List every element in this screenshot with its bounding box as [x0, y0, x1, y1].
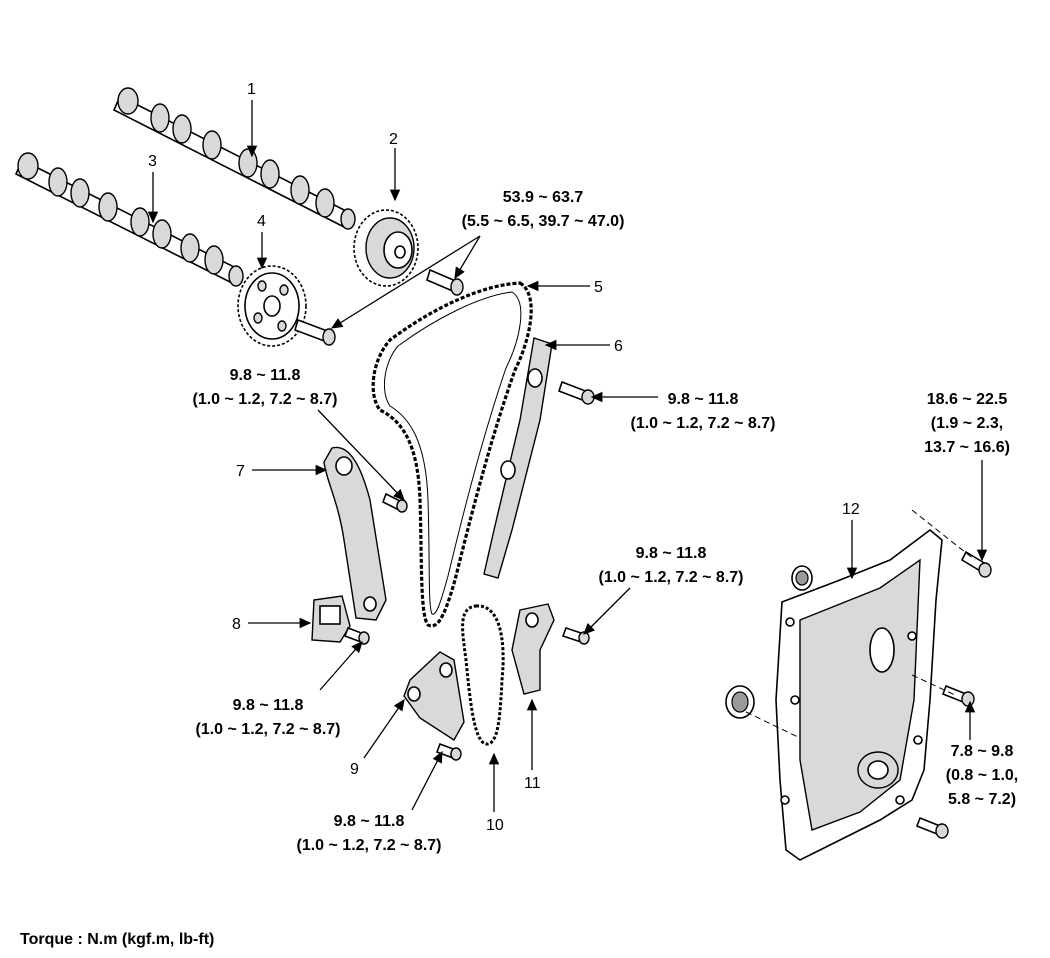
oil-pump-chain	[461, 604, 505, 746]
leader-lines	[147, 100, 988, 812]
torque-tensioner-arm-conversion: (1.0 ~ 1.2, 7.2 ~ 8.7)	[599, 569, 744, 586]
intake-cam-sprocket	[353, 209, 419, 287]
timing-chain	[371, 281, 533, 628]
torque-tensioner-conversion: (1.0 ~ 1.2, 7.2 ~ 8.7)	[196, 721, 341, 738]
callout-numbers: 1 2 3 4 5 6 7 8 9 10 11 12	[148, 81, 860, 834]
timing-chain-cover	[775, 528, 943, 861]
callout-6: 6	[614, 338, 623, 355]
torque-tensioner-value: 9.8 ~ 11.8	[233, 697, 304, 714]
torque-guide-right-value: 9.8 ~ 11.8	[668, 391, 739, 408]
callout-2: 2	[389, 131, 398, 148]
torque-cam-bolts-conversion: (5.5 ~ 6.5, 39.7 ~ 47.0)	[462, 213, 625, 230]
callout-5: 5	[594, 279, 603, 296]
tensioner-arm-bolt	[381, 492, 408, 513]
assembly-lines	[745, 509, 976, 739]
torque-specs: 53.9 ~ 63.7 (5.5 ~ 6.5, 39.7 ~ 47.0) 9.8…	[193, 189, 1019, 854]
torque-oil-guide-value: 9.8 ~ 11.8	[334, 813, 405, 830]
tensioner-bolt	[343, 626, 370, 645]
exhaust-cam-sprocket	[237, 265, 307, 347]
callout-11: 11	[524, 775, 541, 792]
oil-guide-bolt	[435, 742, 462, 761]
torque-oil-guide-conversion: (1.0 ~ 1.2, 7.2 ~ 8.7)	[297, 837, 442, 854]
torque-cover-top-conversion-2: 13.7 ~ 16.6)	[924, 439, 1010, 456]
chain-guide-right	[483, 337, 553, 579]
callout-9: 9	[350, 761, 359, 778]
callout-1: 1	[247, 81, 256, 98]
guide-right-bolt	[557, 380, 595, 405]
torque-cover-side-conversion-2: 5.8 ~ 7.2)	[948, 791, 1016, 808]
oil-tensioner-bolt	[561, 626, 590, 645]
front-oil-seals	[725, 565, 813, 719]
callout-8: 8	[232, 616, 241, 633]
oil-pump-chain-guide	[403, 651, 465, 741]
torque-tensioner-arm-value: 9.8 ~ 11.8	[636, 545, 707, 562]
callout-4: 4	[257, 213, 266, 230]
callout-10: 10	[486, 817, 504, 834]
torque-guide-left-conversion: (1.0 ~ 1.2, 7.2 ~ 8.7)	[193, 391, 338, 408]
tensioner-arm	[323, 446, 387, 621]
callout-7: 7	[236, 463, 245, 480]
torque-unit-note: Torque : N.m (kgf.m, lb-ft)	[20, 931, 214, 948]
torque-cover-top-value: 18.6 ~ 22.5	[927, 391, 1008, 408]
oil-pump-chain-tensioner	[511, 603, 555, 695]
torque-cover-side-conversion-1: (0.8 ~ 1.0,	[946, 767, 1019, 784]
callout-3: 3	[148, 153, 157, 170]
torque-guide-left-value: 9.8 ~ 11.8	[230, 367, 301, 384]
camshaft-intake	[112, 87, 356, 230]
torque-cover-side-value: 7.8 ~ 9.8	[951, 743, 1014, 760]
callout-12: 12	[842, 501, 860, 518]
camshaft-exhaust	[14, 152, 244, 287]
torque-cover-top-conversion-1: (1.9 ~ 2.3,	[931, 415, 1004, 432]
torque-guide-right-conversion: (1.0 ~ 1.2, 7.2 ~ 8.7)	[631, 415, 776, 432]
chain-tensioner	[311, 595, 351, 643]
torque-cam-bolts-value: 53.9 ~ 63.7	[503, 189, 584, 206]
